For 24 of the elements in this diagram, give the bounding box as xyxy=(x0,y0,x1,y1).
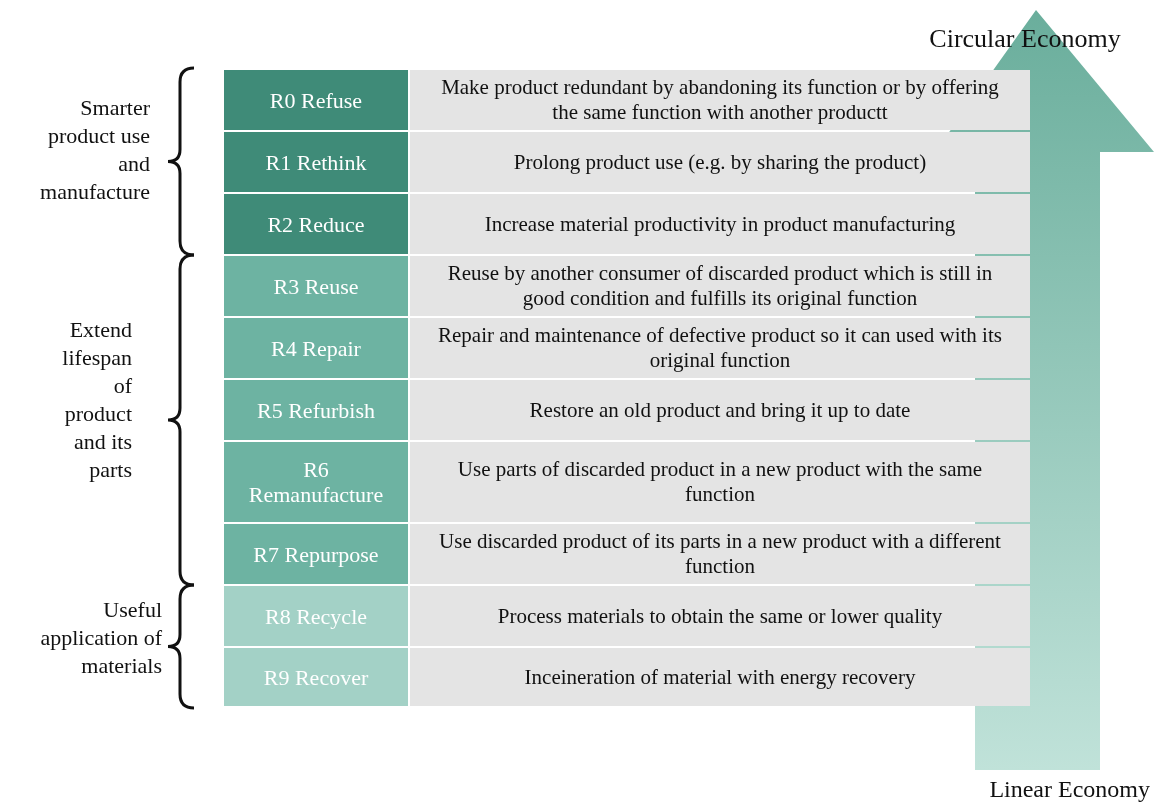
description-cell: Use parts of discarded product in a new product with the same function xyxy=(410,442,1030,522)
strategy-cell: R9 Recover xyxy=(224,648,408,706)
description-cell: Repair and maintenance of defective product so it can used with its original function xyxy=(410,318,1030,378)
strategy-cell: R5 Refurbish xyxy=(224,380,408,440)
description-cell: Process materials to obtain the same or lower quality xyxy=(410,586,1030,646)
economy-label: Linear Economy xyxy=(988,775,1150,804)
group-label: Smarter product use and manufacture xyxy=(39,94,150,206)
description-cell: Prolong product use (e.g. by sharing the product) xyxy=(410,132,1030,192)
description-cell: Restore an old product and bring it up to date xyxy=(410,380,1030,440)
strategy-cell: R6 Remanufacture xyxy=(224,442,408,522)
strategy-cell: R2 Reduce xyxy=(224,194,408,254)
strategy-cell: R0 Refuse xyxy=(224,70,408,130)
group-label: Useful application of materials xyxy=(40,596,162,680)
description-cell: Use discarded product of its parts in a new product with a different function xyxy=(410,524,1030,584)
strategy-cell: R7 Repurpose xyxy=(224,524,408,584)
description-cell: Increase material productivity in product manufacturing xyxy=(410,194,1030,254)
description-cell: Inceineration of material with energy recovery xyxy=(410,648,1030,706)
strategy-cell: R8 Recycle xyxy=(224,586,408,646)
strategy-cell: R3 Reuse xyxy=(224,256,408,316)
strategy-cell: R4 Repair xyxy=(224,318,408,378)
strategy-cell: R1 Rethink xyxy=(224,132,408,192)
group-label: Extend lifespan of product and its parts xyxy=(61,316,132,484)
description-cell: Reuse by another consumer of discarded product which is still in good condition and fulfills its original function xyxy=(410,256,1030,316)
description-cell: Make product redundant by abandoning its function or by offering the same function with another productt xyxy=(410,70,1030,130)
